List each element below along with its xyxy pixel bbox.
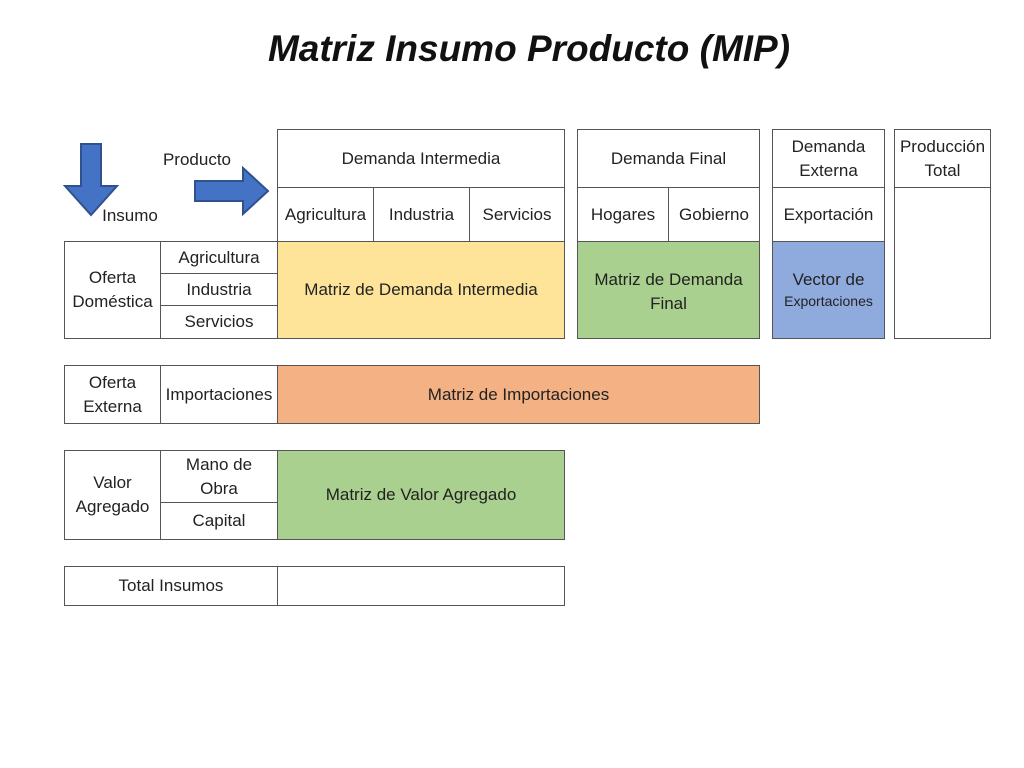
corner-producto-label: Producto [162, 150, 232, 169]
vector-exportaciones: Vector de Exportaciones [772, 241, 885, 339]
header-demanda-externa: Demanda Externa [772, 129, 885, 188]
right-arrow-icon [194, 166, 270, 216]
down-arrow-icon [62, 143, 120, 217]
header-produccion-total: Producción Total [894, 129, 991, 188]
row-mano-de-obra: Mano de Obra [160, 450, 278, 503]
vector-exportaciones-line1: Vector de [792, 270, 865, 290]
matriz-demanda-intermedia: Matriz de Demanda Intermedia [277, 241, 565, 339]
page-title: Matriz Insumo Producto (MIP) [267, 28, 791, 69]
header-exportacion: Exportación [772, 187, 885, 242]
header-servicios: Servicios [469, 187, 565, 242]
row-agricultura: Agricultura [160, 241, 278, 274]
oferta-domestica-label: Oferta Doméstica [64, 241, 161, 339]
vector-exportaciones-line2: Exportaciones [784, 293, 873, 310]
row-capital: Capital [160, 502, 278, 540]
matriz-demanda-final: Matriz de Demanda Final [577, 241, 760, 339]
header-industria: Industria [373, 187, 470, 242]
row-servicios: Servicios [160, 305, 278, 339]
header-hogares: Hogares [577, 187, 669, 242]
header-demanda-intermedia: Demanda Intermedia [277, 129, 565, 188]
total-insumos-label: Total Insumos [64, 566, 278, 606]
matriz-importaciones: Matriz de Importaciones [277, 365, 760, 424]
produccion-total-column [894, 187, 991, 339]
row-industria: Industria [160, 273, 278, 306]
matriz-valor-agregado: Matriz de Valor Agregado [277, 450, 565, 540]
oferta-externa-label: Oferta Externa [64, 365, 161, 424]
header-gobierno: Gobierno [668, 187, 760, 242]
total-insumos-values [277, 566, 565, 606]
row-importaciones: Importaciones [160, 365, 278, 424]
header-agricultura: Agricultura [277, 187, 374, 242]
corner-insumo-label: Insumo [102, 206, 158, 225]
valor-agregado-label: Valor Agregado [64, 450, 161, 540]
header-demanda-final: Demanda Final [577, 129, 760, 188]
